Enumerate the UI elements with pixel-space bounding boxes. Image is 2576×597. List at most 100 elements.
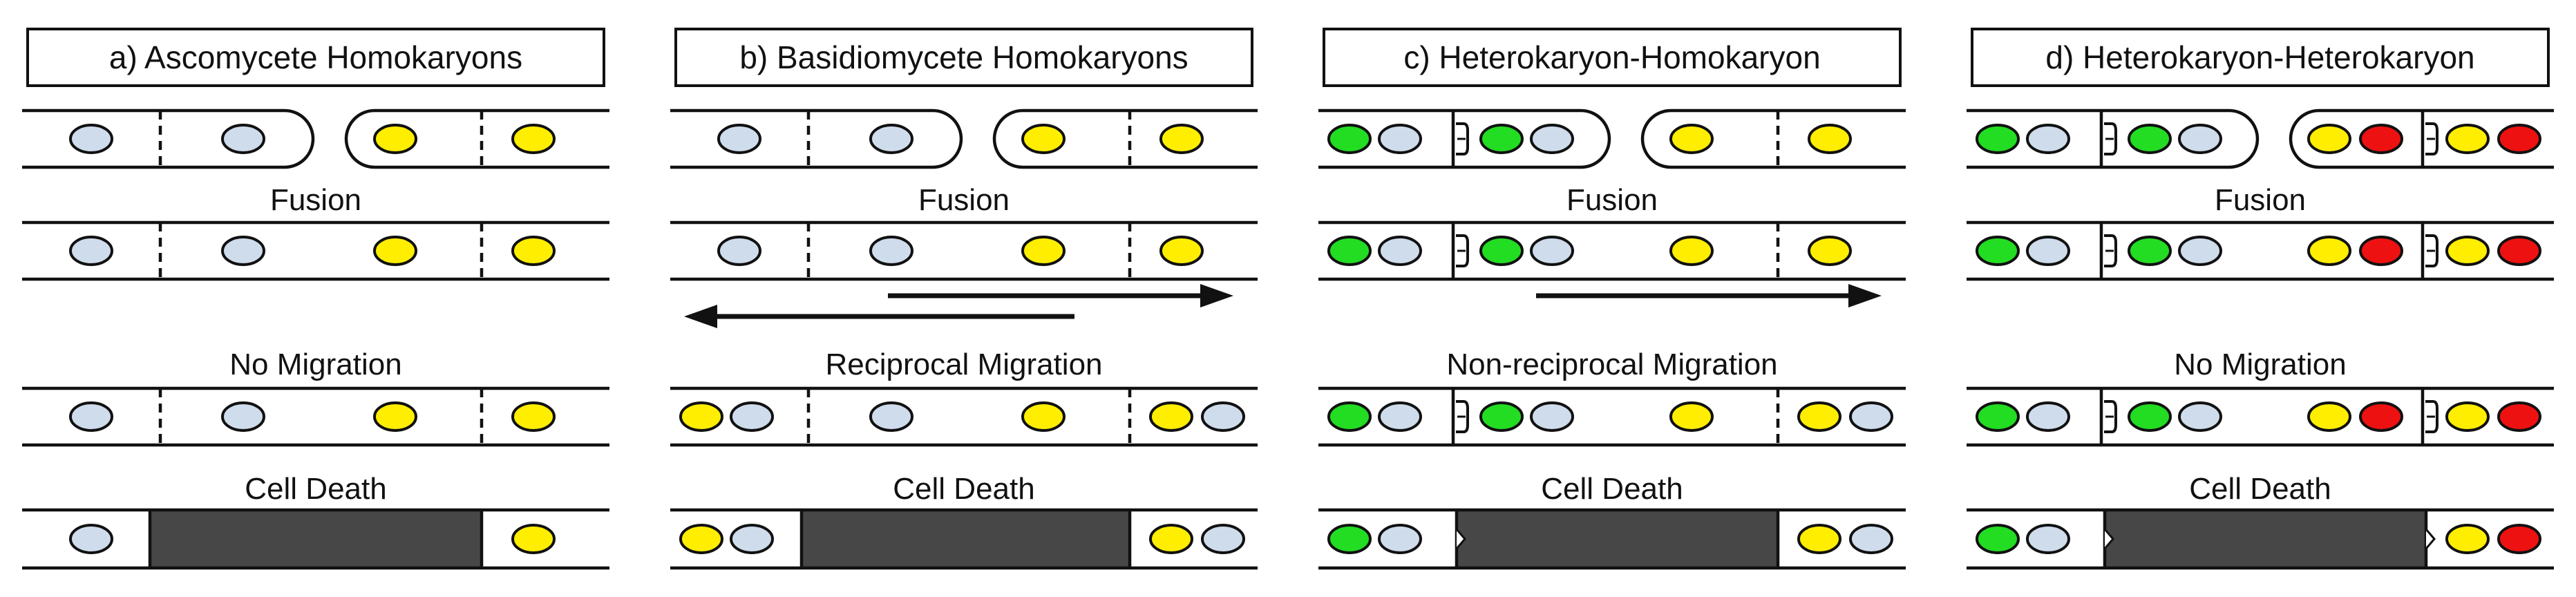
green-nucleus bbox=[1976, 124, 2020, 154]
hypha-tip bbox=[992, 108, 1023, 169]
blue-nucleus bbox=[1201, 401, 1245, 432]
blue-nucleus bbox=[1378, 124, 1422, 154]
blue-nucleus bbox=[2026, 401, 2070, 432]
blue-nucleus bbox=[221, 124, 265, 154]
yellow-nucleus bbox=[1669, 124, 1714, 154]
clamp-remnant bbox=[1455, 529, 1466, 549]
panel-title: d) Heterokaryon-Heterokaryon bbox=[1971, 28, 2550, 87]
title-text: b) Basidiomycete Homokaryons bbox=[739, 39, 1188, 75]
dead-compartment bbox=[2105, 510, 2426, 568]
yellow-nucleus bbox=[2445, 401, 2490, 432]
arrow-head bbox=[1200, 284, 1233, 307]
blue-nucleus bbox=[717, 124, 761, 154]
green-nucleus bbox=[2128, 124, 2172, 154]
dead-compartment bbox=[150, 510, 482, 568]
clamp-connection bbox=[2421, 388, 2438, 445]
blue-nucleus bbox=[2026, 236, 2070, 266]
panel-b: b) Basidiomycete HomokaryonsFusionRecipr… bbox=[670, 28, 1258, 570]
blue-nucleus bbox=[221, 401, 265, 432]
panel-title: b) Basidiomycete Homokaryons bbox=[674, 28, 1253, 87]
yellow-nucleus bbox=[2307, 401, 2351, 432]
hypha-tip bbox=[2289, 108, 2320, 169]
dead-compartment bbox=[1457, 510, 1778, 568]
green-nucleus bbox=[1327, 401, 1372, 432]
migration-label: Reciprocal Migration bbox=[825, 348, 1102, 381]
blue-nucleus bbox=[1530, 401, 1574, 432]
blue-nucleus bbox=[730, 524, 774, 554]
arrow-head bbox=[1848, 284, 1882, 307]
red-nucleus bbox=[2359, 401, 2403, 432]
blue-nucleus bbox=[869, 236, 913, 266]
fusion-label: Fusion bbox=[2215, 183, 2306, 217]
fusion-label: Fusion bbox=[270, 183, 361, 217]
row-before-fusion bbox=[670, 108, 1258, 169]
yellow-nucleus bbox=[1021, 236, 1066, 266]
blue-nucleus bbox=[1849, 401, 1893, 432]
blue-nucleus bbox=[1378, 236, 1422, 266]
row-fused bbox=[1967, 220, 2554, 281]
clamp-connection bbox=[2099, 222, 2117, 279]
hypha-tip bbox=[284, 108, 315, 169]
row-before-fusion bbox=[22, 108, 609, 169]
yellow-nucleus bbox=[511, 401, 556, 432]
red-nucleus bbox=[2497, 124, 2541, 154]
hypha-tip bbox=[932, 108, 963, 169]
blue-nucleus bbox=[717, 236, 761, 266]
title-text: c) Heterokaryon-Homokaryon bbox=[1403, 39, 1820, 75]
green-nucleus bbox=[1479, 401, 1524, 432]
green-nucleus bbox=[2128, 236, 2172, 266]
yellow-nucleus bbox=[2445, 124, 2490, 154]
clamp-connection bbox=[2421, 111, 2438, 167]
blue-nucleus bbox=[869, 124, 913, 154]
yellow-nucleus bbox=[511, 124, 556, 154]
blue-nucleus bbox=[1201, 524, 1245, 554]
row-cell-death bbox=[1967, 508, 2554, 570]
panel-title: c) Heterokaryon-Homokaryon bbox=[1323, 28, 1902, 87]
yellow-nucleus bbox=[1021, 401, 1066, 432]
yellow-nucleus bbox=[373, 236, 417, 266]
blue-nucleus bbox=[2026, 524, 2070, 554]
row-after-migration bbox=[1318, 386, 1906, 447]
hypha-tip bbox=[1640, 108, 1671, 169]
yellow-nucleus bbox=[511, 524, 556, 554]
yellow-nucleus bbox=[1797, 524, 1841, 554]
hypha-tip bbox=[1580, 108, 1611, 169]
blue-nucleus bbox=[1849, 524, 1893, 554]
green-nucleus bbox=[1327, 524, 1372, 554]
migration-label: Non-reciprocal Migration bbox=[1446, 348, 1777, 381]
blue-nucleus bbox=[2178, 124, 2222, 154]
yellow-nucleus bbox=[1669, 401, 1714, 432]
title-box bbox=[1971, 28, 2550, 87]
yellow-nucleus bbox=[1149, 401, 1193, 432]
fusion-label: Fusion bbox=[918, 183, 1010, 217]
blue-nucleus bbox=[1530, 124, 1574, 154]
yellow-nucleus bbox=[2307, 124, 2351, 154]
dead-compartment bbox=[802, 510, 1130, 568]
blue-nucleus bbox=[69, 124, 113, 154]
title-box bbox=[26, 28, 605, 87]
cell-death-label: Cell Death bbox=[1541, 472, 1683, 506]
blue-nucleus bbox=[69, 401, 113, 432]
row-fused bbox=[670, 220, 1258, 281]
yellow-nucleus bbox=[1808, 124, 1852, 154]
yellow-nucleus bbox=[511, 236, 556, 266]
blue-nucleus bbox=[2178, 236, 2222, 266]
yellow-nucleus bbox=[2445, 236, 2490, 266]
blue-nucleus bbox=[730, 401, 774, 432]
blue-nucleus bbox=[1378, 401, 1422, 432]
yellow-nucleus bbox=[373, 401, 417, 432]
arrow-right bbox=[1536, 284, 1882, 307]
green-nucleus bbox=[1976, 236, 2020, 266]
row-after-migration bbox=[1967, 386, 2554, 447]
green-nucleus bbox=[1327, 124, 1372, 154]
hypha-tip bbox=[2228, 108, 2260, 169]
blue-nucleus bbox=[221, 236, 265, 266]
red-nucleus bbox=[2359, 124, 2403, 154]
title-box bbox=[674, 28, 1253, 87]
green-nucleus bbox=[1976, 524, 2020, 554]
red-nucleus bbox=[2497, 524, 2541, 554]
panel-title: a) Ascomycete Homokaryons bbox=[26, 28, 605, 87]
